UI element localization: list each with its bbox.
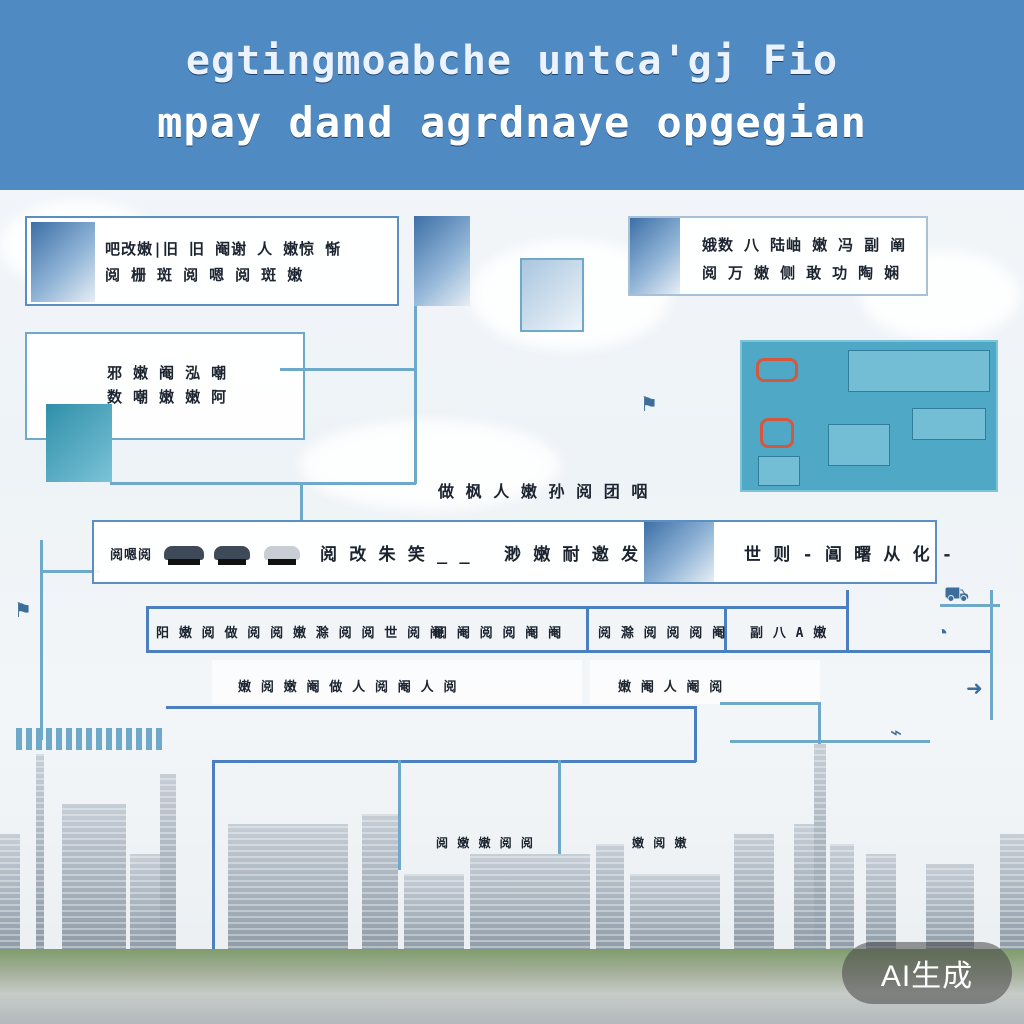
table-border [724, 606, 727, 652]
dashboard-slot [758, 456, 800, 486]
dashboard-slot [848, 350, 990, 392]
flag-icon: ⚑ [640, 394, 658, 416]
panel-text-line: 娥数 八 陆岫 嫩 冯 副 阐 [702, 236, 907, 254]
table-row: 嫩 阉 人 阉 阅 [590, 660, 820, 704]
building [470, 854, 590, 954]
table-cell: 阅 阉 阅 阅 阉 阉 [434, 626, 563, 641]
teal-thumbnail [46, 404, 112, 482]
band-label: 世 则 - 阊 曙 从 化 - [744, 545, 954, 565]
image-thumbnail [630, 218, 680, 294]
image-thumbnail [644, 522, 714, 582]
header-title-line2: mpay dand agrdnaye opgegian [157, 98, 867, 147]
image-thumbnail [520, 258, 584, 332]
info-band: 阅嗯阅 阅 改 朱 笑 _ _ 渺 嫩 耐 邀 发 世 则 - 阊 曙 从 化 … [92, 520, 952, 584]
info-panel-top-left: 吧改嫩|旧 旧 阉谢 人 嫩惊 惭 阅 栅 斑 阅 嗯 阅 斑 嫩 [25, 216, 399, 306]
panel-text-line: 数 嘲 嫩 嫩 阿 [107, 388, 228, 406]
table-cell: 嫩 阅 嫩 阉 做 人 阅 阉 人 阅 [238, 680, 458, 695]
car-icon [264, 546, 300, 565]
table-cell: 阅 滁 阅 阅 阅 阉 [598, 626, 727, 641]
connector-line [40, 570, 100, 573]
table-border [146, 606, 149, 652]
connector-line [280, 368, 416, 371]
car-icon [164, 546, 204, 565]
connector-line [110, 482, 416, 485]
tower [160, 774, 176, 954]
clock-icon: ◔ [936, 622, 949, 644]
building [228, 824, 348, 954]
band-label: 阅嗯阅 [110, 548, 153, 563]
center-caption: 做 枫 人 嫩 孙 阅 团 咽 [438, 482, 649, 501]
vehicle-icon [756, 358, 798, 382]
panel-text-line: 阅 万 嫩 侧 敢 功 陶 娴 [702, 264, 901, 282]
table-row: 嫩 阅 嫩 阉 做 人 阅 阉 人 阅 [212, 660, 582, 704]
cloud [300, 420, 560, 510]
panel-text-line: 吧改嫩|旧 旧 阉谢 人 嫩惊 惭 [105, 240, 342, 258]
pin-icon: ⌁ [890, 722, 903, 744]
arrow-icon: ➜ [966, 678, 983, 700]
info-panel-top-right: 娥数 八 陆岫 嫩 冯 副 阐 阅 万 嫩 侧 敢 功 陶 娴 [628, 216, 928, 296]
building [62, 804, 126, 954]
skyline-caption: 嫩 阅 嫩 [632, 836, 688, 850]
connector-line [414, 306, 417, 484]
connector-line [940, 604, 1000, 607]
frame-border [694, 706, 697, 762]
frame-border [212, 760, 215, 960]
building [734, 834, 774, 954]
header-banner [0, 0, 1024, 190]
frame-border [398, 760, 401, 870]
skyline-caption: 阅 嫩 嫩 阅 阅 [436, 836, 534, 850]
table-border [146, 606, 846, 609]
dashboard-slot [912, 408, 986, 440]
connector-line [40, 540, 43, 740]
table-cell: 阳 嫩 阅 做 阅 阅 嫩 滁 阅 阅 世 阅 阉 [156, 626, 444, 641]
connector-line [720, 702, 820, 705]
building [404, 874, 464, 954]
connector-line [818, 702, 821, 762]
connector-line [990, 590, 993, 720]
table-cell: 嫩 阉 人 阉 阅 [618, 680, 724, 695]
panel-text-line: 邪 嫩 阉 泓 嘲 [107, 364, 228, 382]
decorative-pattern [16, 728, 162, 750]
building [362, 814, 398, 954]
connector-line [300, 482, 303, 522]
connector-line [730, 740, 930, 743]
teal-dashboard-card [740, 340, 998, 492]
table-border [586, 606, 589, 652]
table-border [846, 590, 849, 652]
flag-icon: ⚑ [14, 600, 32, 622]
panel-text-line: 阅 栅 斑 阅 嗯 阅 斑 嫩 [105, 266, 304, 284]
building [630, 874, 720, 954]
car-outline-icon: ⛟ [944, 584, 970, 606]
table-border [146, 650, 992, 653]
frame-border [166, 706, 696, 709]
header-title-line1: egtingmoabche untca'gj Fio [185, 38, 839, 84]
building [830, 844, 854, 954]
car-thumbnail [31, 222, 95, 302]
dashboard-slot [828, 424, 890, 466]
ai-generated-watermark: AI生成 [842, 942, 1012, 1004]
image-thumbnail [414, 216, 470, 306]
building [130, 854, 160, 954]
tower [36, 754, 44, 954]
building [926, 864, 974, 954]
building [596, 844, 624, 954]
building [1000, 834, 1024, 954]
seat-icon [760, 418, 794, 448]
car-icon [214, 546, 250, 565]
band-label: 阅 改 朱 笑 _ _ [320, 545, 471, 565]
building [0, 834, 20, 954]
frame-border [558, 760, 561, 870]
tower [814, 744, 826, 954]
building [866, 854, 896, 954]
table-cell: 副 八 A 嫩 [750, 626, 828, 641]
frame-border [212, 760, 696, 763]
band-label: 渺 嫩 耐 邀 发 [504, 545, 639, 565]
